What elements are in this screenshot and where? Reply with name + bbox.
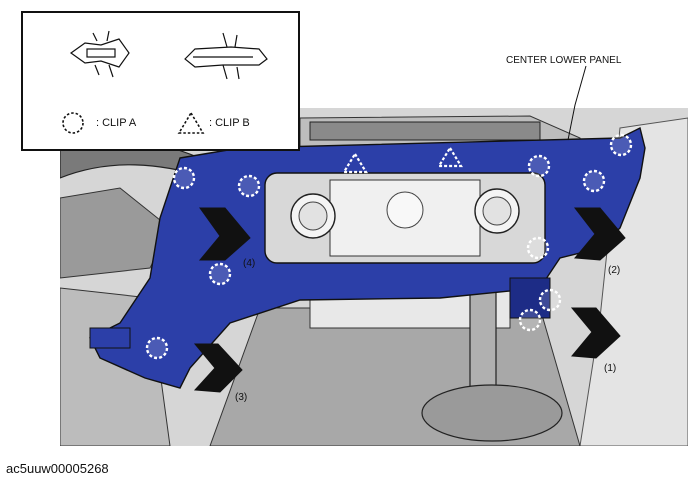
clip-a-symbol bbox=[62, 112, 84, 134]
clip-b-label: : CLIP B bbox=[209, 117, 250, 129]
clip-a-marker bbox=[237, 174, 261, 198]
clip-illustrations bbox=[62, 30, 268, 134]
step-4-label: (4) bbox=[243, 258, 256, 269]
clip-b-marker bbox=[437, 145, 463, 168]
step-1-label: (1) bbox=[604, 363, 617, 374]
clip-a-marker bbox=[518, 308, 542, 332]
clip-markers bbox=[145, 133, 633, 393]
removal-arrow-3 bbox=[193, 343, 243, 393]
figure-code: ac5uuw00005268 bbox=[6, 461, 109, 476]
center-lower-panel bbox=[89, 126, 646, 389]
clip-a-marker bbox=[145, 336, 169, 360]
clip-a-marker bbox=[172, 166, 196, 190]
clip-a-label: : CLIP A bbox=[96, 117, 137, 129]
dashboard-illustration bbox=[60, 108, 688, 446]
center-lower-panel-label: CENTER LOWER PANEL bbox=[506, 55, 622, 66]
clip-a-marker bbox=[609, 133, 633, 157]
step-2-label: (2) bbox=[608, 265, 621, 276]
step-3-label: (3) bbox=[235, 392, 248, 403]
clip-a-marker bbox=[527, 154, 551, 178]
clip-b-symbol bbox=[177, 111, 205, 134]
clip-a-marker bbox=[538, 288, 562, 312]
removal-arrow-1 bbox=[570, 307, 621, 359]
clip-b-drawing bbox=[184, 32, 268, 80]
removal-arrow-2 bbox=[573, 207, 626, 261]
clip-b-marker bbox=[342, 151, 368, 174]
legend-box: : CLIP A : CLIP B bbox=[21, 11, 300, 151]
clip-a-marker bbox=[526, 236, 550, 260]
clip-a-marker bbox=[208, 262, 232, 286]
clip-a-drawing bbox=[69, 30, 130, 78]
removal-arrow-4 bbox=[198, 207, 251, 261]
clip-a-marker bbox=[582, 169, 606, 193]
